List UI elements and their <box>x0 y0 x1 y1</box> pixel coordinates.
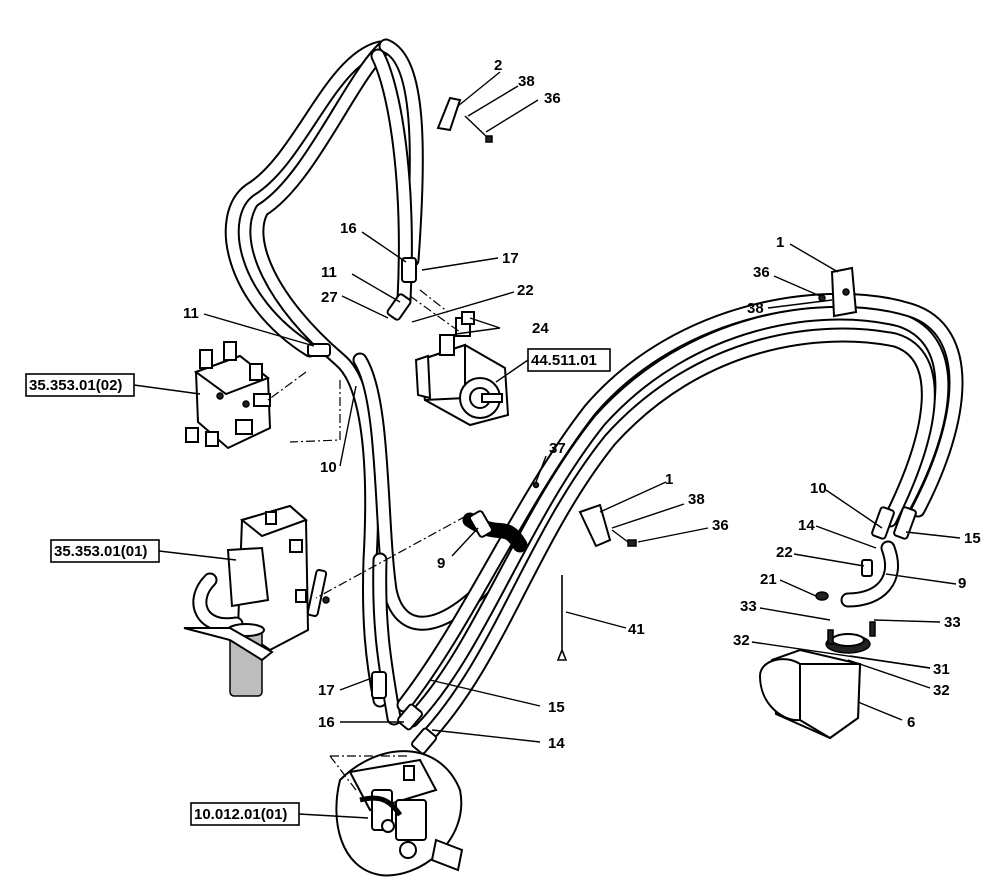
pump-44-511-01 <box>414 311 510 427</box>
ref-10-012-01-01[interactable]: 10.012.01(01) <box>194 806 287 823</box>
callout-41[interactable]: 41 <box>628 621 645 638</box>
callout-10[interactable]: 10 <box>320 459 337 476</box>
callout-32[interactable]: 32 <box>933 682 950 699</box>
callout-1[interactable]: 1 <box>776 234 784 251</box>
callout-38[interactable]: 38 <box>518 73 535 90</box>
ref-35-353-01-02[interactable]: 35.353.01(02) <box>29 377 122 394</box>
callout-37[interactable]: 37 <box>549 440 566 457</box>
callout-10[interactable]: 10 <box>810 480 827 497</box>
bracket-1-middle <box>532 481 637 548</box>
valve-block-35-353-01-02 <box>185 341 272 450</box>
callout-31[interactable]: 31 <box>933 661 950 678</box>
callout-33[interactable]: 33 <box>944 614 961 631</box>
callout-16[interactable]: 16 <box>340 220 357 237</box>
callout-17[interactable]: 17 <box>502 250 519 267</box>
callout-6[interactable]: 6 <box>907 714 915 731</box>
callout-11[interactable]: 11 <box>183 305 199 322</box>
callout-11[interactable]: 11 <box>321 264 337 281</box>
motor-6 <box>758 559 876 740</box>
callout-1[interactable]: 1 <box>665 471 673 488</box>
callout-2[interactable]: 2 <box>494 57 502 74</box>
valve-block-35-353-01-01 <box>183 504 330 697</box>
callout-labels: 2 38 36 16 17 11 27 22 24 11 10 1 36 38 … <box>183 57 981 752</box>
callout-22[interactable]: 22 <box>776 544 793 561</box>
callout-22[interactable]: 22 <box>517 282 534 299</box>
hose-loop-right <box>396 292 964 748</box>
callout-21[interactable]: 21 <box>760 571 777 588</box>
reference-boxes: 35.353.01(02) 44.511.01 35.353.01(01) 10… <box>25 348 611 826</box>
hose-loop-upper-left <box>224 38 528 726</box>
callout-36[interactable]: 36 <box>712 517 729 534</box>
callout-38[interactable]: 38 <box>747 300 764 317</box>
hose-fittings <box>307 257 917 755</box>
bracket-1-top <box>818 266 858 318</box>
callout-27[interactable]: 27 <box>321 289 338 306</box>
ref-35-353-01-01[interactable]: 35.353.01(01) <box>54 543 147 560</box>
callout-36[interactable]: 36 <box>753 264 770 281</box>
callout-32[interactable]: 32 <box>733 632 750 649</box>
phantom-lines <box>267 289 467 791</box>
callout-38[interactable]: 38 <box>688 491 705 508</box>
callout-9[interactable]: 9 <box>958 575 966 592</box>
callout-33[interactable]: 33 <box>740 598 757 615</box>
assembly-10-012-01-01 <box>335 750 464 877</box>
callout-17[interactable]: 17 <box>318 682 335 699</box>
ref-44-511-01[interactable]: 44.511.01 <box>531 352 597 369</box>
callout-14[interactable]: 14 <box>548 735 565 752</box>
callout-15[interactable]: 15 <box>548 699 565 716</box>
callout-9[interactable]: 9 <box>437 555 445 572</box>
cable-tie-41 <box>556 575 568 661</box>
bracket-2 <box>436 96 493 143</box>
leader-lines <box>203 71 961 743</box>
callout-36[interactable]: 36 <box>544 90 561 107</box>
callout-15[interactable]: 15 <box>964 530 981 547</box>
callout-14[interactable]: 14 <box>798 517 815 534</box>
callout-16[interactable]: 16 <box>318 714 335 731</box>
callout-24[interactable]: 24 <box>532 320 549 337</box>
